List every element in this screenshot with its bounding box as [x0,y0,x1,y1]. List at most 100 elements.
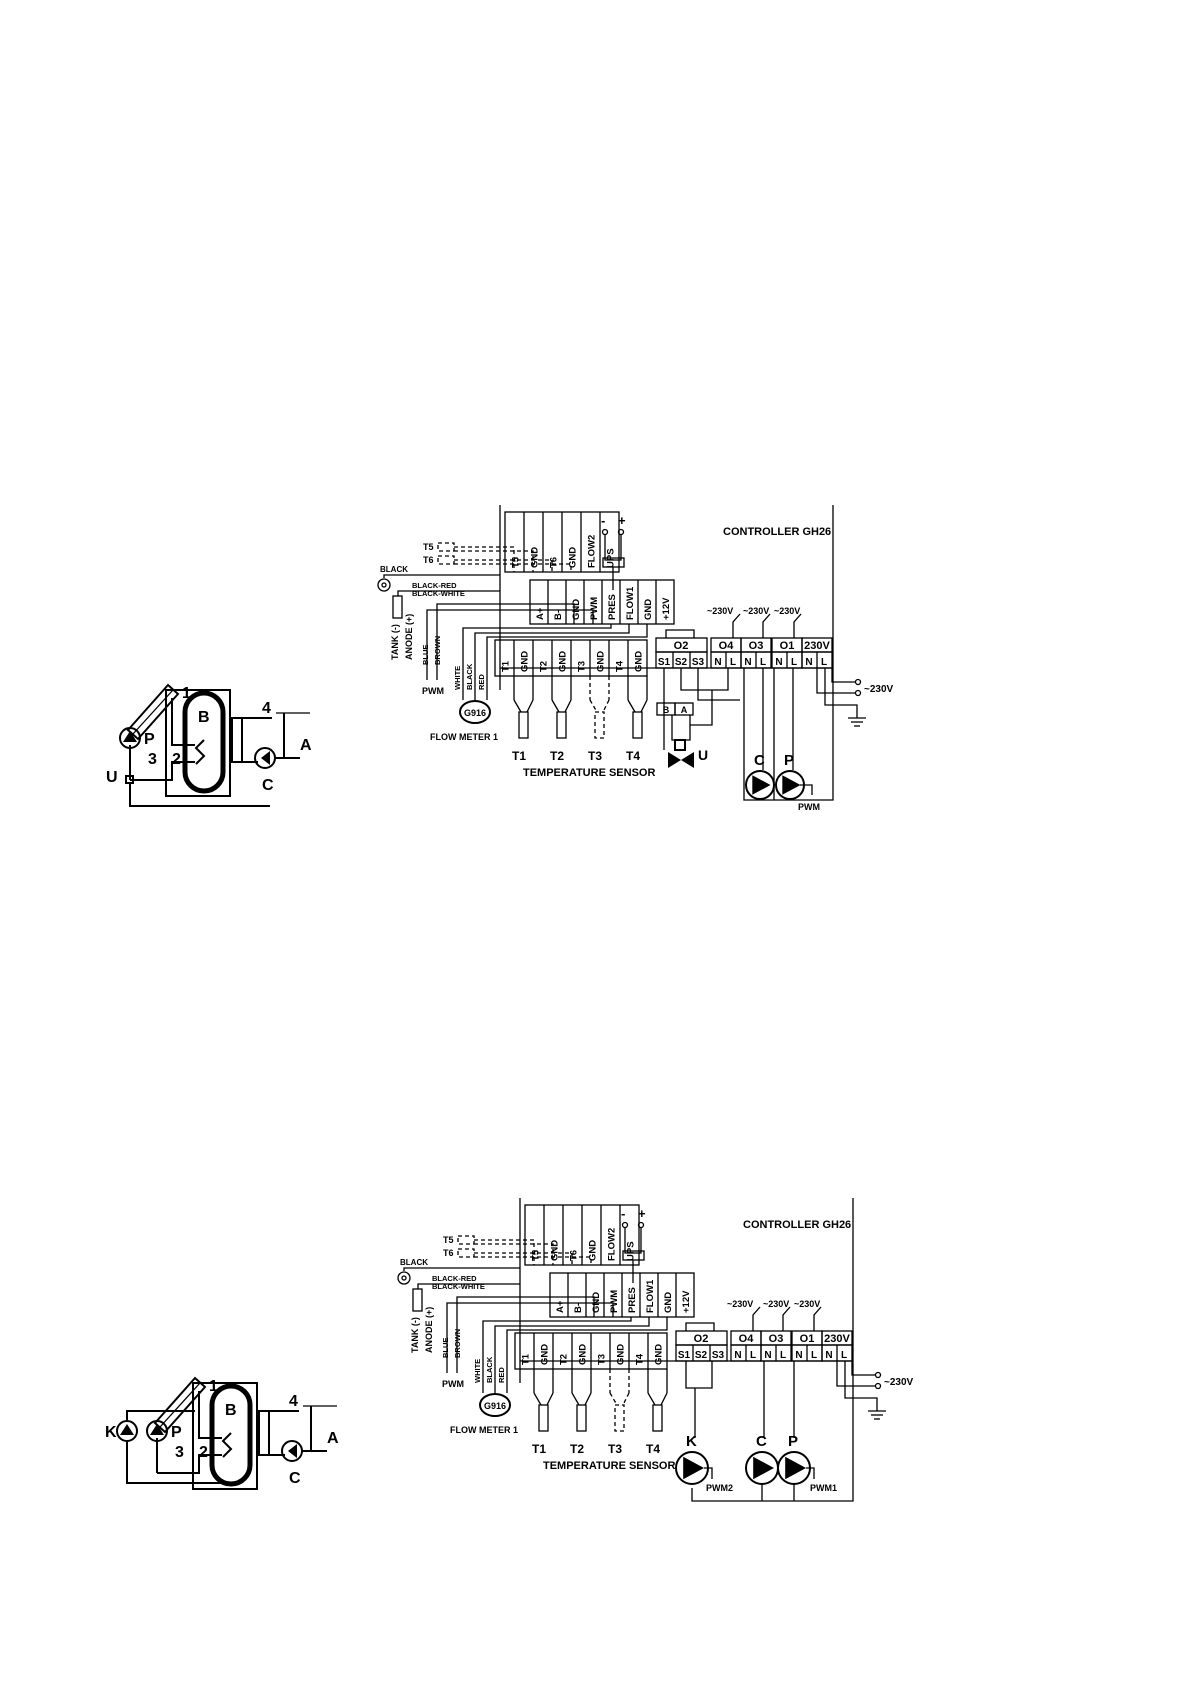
flowmeter-model: G916 [484,1401,506,1411]
terminal-l: L [780,1350,786,1361]
relay-contact [732,613,741,638]
pump-c-triangle [261,751,270,765]
pump-c-circle [745,770,775,800]
terminal-flow2: FLOW2 [607,1228,618,1261]
sensor-t5 [437,542,455,552]
terminal-n: N [805,657,812,668]
pump-c-label: C [754,752,765,769]
power-plus: + [618,513,626,528]
sensor-wire [571,1392,580,1406]
terminal-gnd: GND [654,1344,665,1365]
wire-blue [446,1302,614,1373]
storage-tank-frame [165,689,231,797]
sensor-wire [602,699,610,713]
pump-p-triangle [782,775,801,795]
terminal-gnd: GND [643,599,654,620]
terminal-dot [621,1221,629,1229]
terminal-s1: S1 [678,1350,691,1361]
voltage-label: ~230V [743,606,769,616]
terminal-s1: S1 [658,657,671,668]
storage-tank [209,1383,253,1487]
temperature-sensor-probe [594,711,605,739]
sensor-name-t3: T3 [588,749,602,763]
storage-tank [182,690,226,794]
label-anode: ANODE (+) [404,614,414,660]
terminal-t4: T4 [635,1353,646,1365]
anode-terminal [392,595,403,619]
wire-anode [417,1283,520,1289]
terminal-pwm: PWM [609,1290,620,1313]
tank-label: B [198,709,210,726]
sensor-wire [627,699,636,713]
wire-black2 [494,1317,650,1393]
wire-t6 [474,1252,573,1265]
voltage-label: ~230V [794,1299,820,1309]
neutral-bus [691,1361,854,1502]
terminal-n: N [734,1350,741,1361]
pump-pwm-label: PWM [798,802,820,812]
temperature-sensor-probe [632,711,643,739]
sensor-wire [533,1392,542,1406]
terminal-t6: T6 [569,1250,580,1261]
voltage-label: ~230V [763,1299,789,1309]
heat-exchanger [258,1410,270,1456]
terminal-t3: T3 [597,1354,608,1365]
voltage-label: ~230V [774,606,800,616]
terminal-flow1: FLOW1 [625,586,636,620]
pump-pwm1-label: PWM1 [810,1483,837,1493]
pump-p-label: P [784,752,794,769]
temperature-sensor-probe [538,1404,549,1432]
pump-k-triangle [120,1424,134,1435]
sensor-wire [526,699,534,713]
output-o2: O2 [674,640,689,652]
label-t6: T6 [443,1248,454,1258]
pump-p-circle [119,727,141,749]
temperature-sensor-probe [576,1404,587,1432]
sensor-wire [622,1392,630,1406]
flowmeter-model: G916 [464,708,486,718]
pump-p-triangle [785,1456,806,1480]
output-o3: O3 [749,640,764,652]
terminal-gnd: GND [663,1292,674,1313]
terminal-flow2: FLOW2 [587,535,598,568]
pump-k-wire [685,1361,713,1389]
sensor-name-t2: T2 [570,1442,584,1456]
label-black-red: BLACK-RED [412,581,457,590]
terminal-pres: PRES [607,594,618,620]
sensor4-label: 4 [289,1393,298,1410]
terminal-l: L [811,1350,817,1361]
coil-label: 2 [172,751,181,768]
output-o4: O4 [719,640,735,652]
relay-contact [813,1306,822,1331]
mains-wire [831,668,855,683]
mains-wire [836,1361,875,1387]
pwm2-wire [704,1467,713,1479]
terminal-a+: A+ [555,1300,566,1313]
relay-contact [782,1306,791,1331]
pump-p-circle [146,1420,168,1442]
power-minus: - [601,513,605,528]
terminal-t4: T4 [615,660,626,672]
o2-relay-bracket [665,629,695,638]
output-o2: O2 [694,1333,709,1345]
voltage-label: ~230V [707,606,733,616]
terminal-s3: S3 [692,657,705,668]
storage-tank-frame [192,1382,258,1490]
output-o3: O3 [769,1333,784,1345]
terminal-dot [637,1221,645,1229]
terminal-s2: S2 [695,1350,708,1361]
tank-terminal [397,1271,411,1285]
terminal-t5: T5 [511,556,522,568]
label-black-white: BLACK-WHITE [432,1282,485,1291]
terminal-flow1: FLOW1 [645,1279,656,1313]
terminal-t1: T1 [521,1353,532,1365]
terminal-+12v: +12V [681,1290,692,1313]
terminal-l: L [841,1350,847,1361]
sensor-name-t3: T3 [608,1442,622,1456]
terminal-gnd: GND [578,1344,589,1365]
valve-port-a-label: A [681,705,688,715]
terminal-l: L [821,657,827,668]
solar-collector [153,1376,207,1434]
output-230v: 230V [804,640,830,652]
label-tank: TANK (-) [390,624,400,660]
